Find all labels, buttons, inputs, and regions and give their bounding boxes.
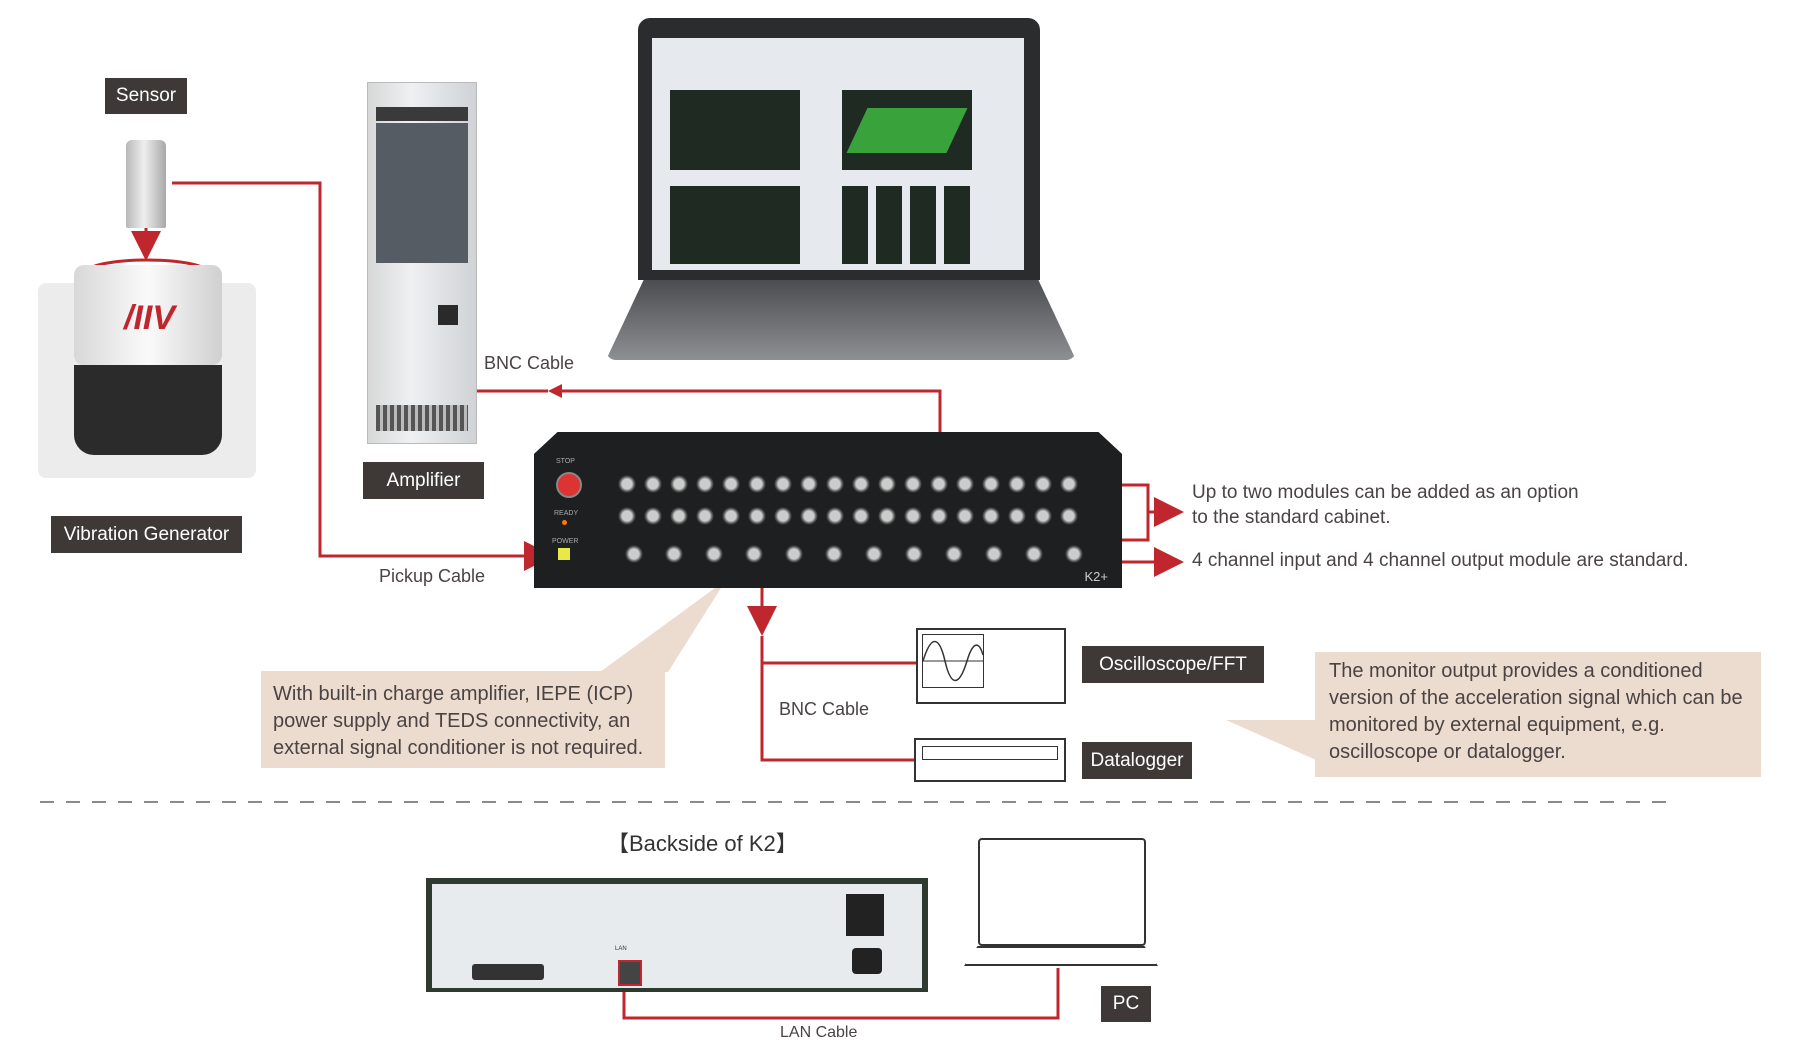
datalogger-tag: Datalogger xyxy=(1082,742,1192,779)
ac-inlet xyxy=(852,948,882,974)
vibration-generator-tag: Vibration Generator xyxy=(51,516,242,553)
laptop-image xyxy=(638,18,1040,280)
ready-label: READY xyxy=(554,510,579,517)
laptop-keyboard xyxy=(606,280,1076,360)
pickup-cable xyxy=(172,181,554,571)
power-label: POWER xyxy=(552,538,579,545)
oscilloscope-tag: Oscilloscope/FFT xyxy=(1082,646,1264,683)
backside-title: 【Backside of K2】 xyxy=(607,831,798,856)
power-switch[interactable] xyxy=(846,894,884,936)
pc-tag: PC xyxy=(1101,986,1151,1022)
pickup-cable-label: Pickup Cable xyxy=(379,566,486,586)
software-screen xyxy=(652,38,1024,270)
amplifier-image xyxy=(367,82,477,444)
bnc-cable-label-bottom: BNC Cable xyxy=(779,699,870,719)
imv-logo: /IIV xyxy=(124,299,176,337)
standard-module-text: 4 channel input and 4 channel output mod… xyxy=(1192,550,1689,571)
lan-cable-label: LAN Cable xyxy=(780,1024,858,1041)
bnc-cable-label-top: BNC Cable xyxy=(484,353,575,373)
pc-image xyxy=(964,838,1158,968)
vibration-generator-image: /IIV xyxy=(38,265,256,480)
lan-port[interactable] xyxy=(618,960,642,986)
oscilloscope-image xyxy=(916,628,1066,704)
monitor-output-note: The monitor output provides a conditione… xyxy=(1315,652,1761,777)
charge-amp-note: With built-in charge amplifier, IEPE (IC… xyxy=(261,671,665,768)
lan-cable xyxy=(622,968,1060,1020)
sensor-image xyxy=(126,140,166,228)
lan-port-label: LAN xyxy=(615,946,627,952)
stop-label: STOP xyxy=(556,458,575,465)
amplifier-tag: Amplifier xyxy=(363,462,484,499)
modules-option-text: Up to two modules can be added as an opt… xyxy=(1192,482,1579,528)
sensor-tag: Sensor xyxy=(105,78,187,114)
serial-port xyxy=(472,964,544,980)
power-button[interactable] xyxy=(558,548,570,560)
bnc-connectors xyxy=(614,472,1084,496)
datalogger-image xyxy=(914,738,1066,782)
k2-controller-front: STOP READY POWER K2+ xyxy=(534,432,1122,588)
ready-led xyxy=(562,520,567,525)
model-label: K2+ xyxy=(1084,569,1109,584)
k2-backside-image: LAN xyxy=(426,878,928,992)
stop-button[interactable] xyxy=(556,472,582,498)
